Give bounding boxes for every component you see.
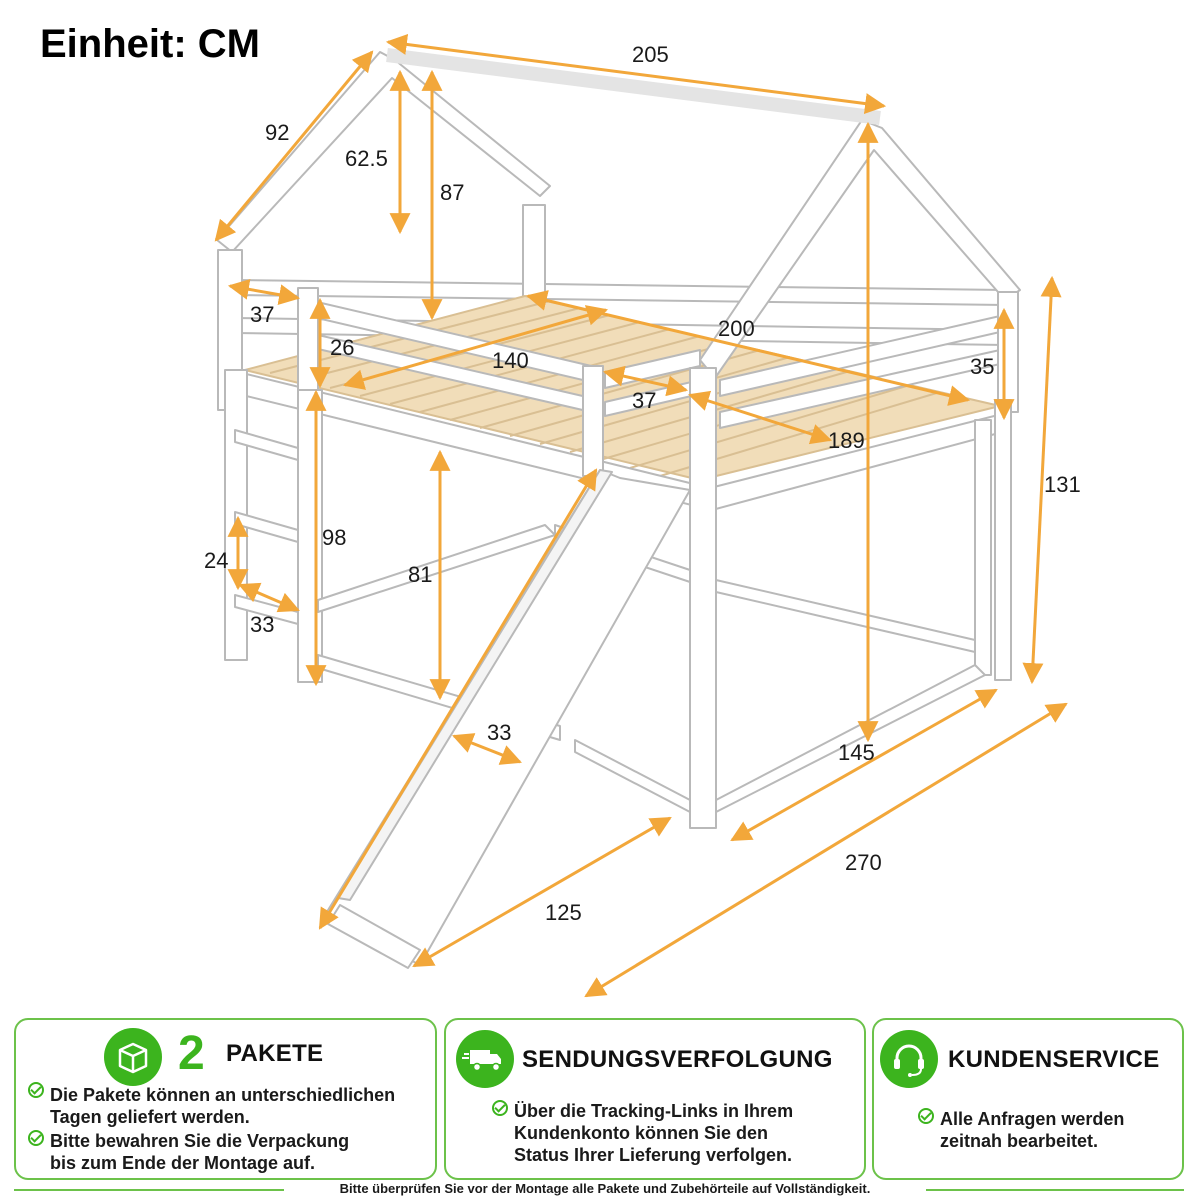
check-icon [918,1108,934,1124]
dim-label: 26 [330,335,354,360]
check-icon [28,1082,44,1098]
package-count: 2 [178,1027,205,1080]
dim-label: 200 [718,316,755,341]
headset-icon [880,1030,938,1088]
dim-label: 140 [492,348,529,373]
dim-label: 125 [545,900,582,925]
dimension-lines [214,34,1068,998]
dim-label: 205 [632,42,669,67]
dim-label: 37 [250,302,274,327]
dim-label: 24 [204,548,228,573]
dim-label: 35 [970,354,994,379]
dim-label: 33 [250,612,274,637]
bed-frame [216,48,1021,969]
customer-service-panel: KUNDENSERVICE Alle Anfragen werden zeitn… [872,1018,1184,1180]
dim-label: 98 [322,525,346,550]
check-icon [492,1100,508,1116]
dim-label: 145 [838,740,875,765]
tracking-title: SENDUNGSVERFOLGUNG [522,1046,833,1073]
packages-title: PAKETE [226,1040,324,1067]
packages-panel: 2 PAKETE Die Pakete können an unterschie… [14,1018,437,1180]
dim-label: 62.5 [345,146,388,171]
dim-label: 131 [1044,472,1081,497]
footer-divider [14,1189,284,1191]
dim-label: 87 [440,180,464,205]
check-icon [28,1130,44,1146]
customer-service-title: KUNDENSERVICE [948,1046,1160,1073]
dim-label: 270 [845,850,882,875]
dimension-labels: 205 92 62.5 87 37 26 140 200 37 35 189 1… [204,42,1081,925]
bunk-bed-diagram: 205 92 62.5 87 37 26 140 200 37 35 189 1… [204,34,1081,998]
dim-label: 92 [265,120,289,145]
dim-label: 189 [828,428,865,453]
footer-divider [926,1189,1184,1191]
dim-label: 37 [632,388,656,413]
dim-label: 81 [408,562,432,587]
package-icon [104,1028,162,1086]
footer-note: Bitte überprüfen Sie vor der Montage all… [339,1181,871,1196]
tracking-panel: SENDUNGSVERFOLGUNG Über die Tracking-Lin… [444,1018,866,1180]
dim-label: 33 [487,720,511,745]
delivery-truck-icon [456,1030,514,1088]
